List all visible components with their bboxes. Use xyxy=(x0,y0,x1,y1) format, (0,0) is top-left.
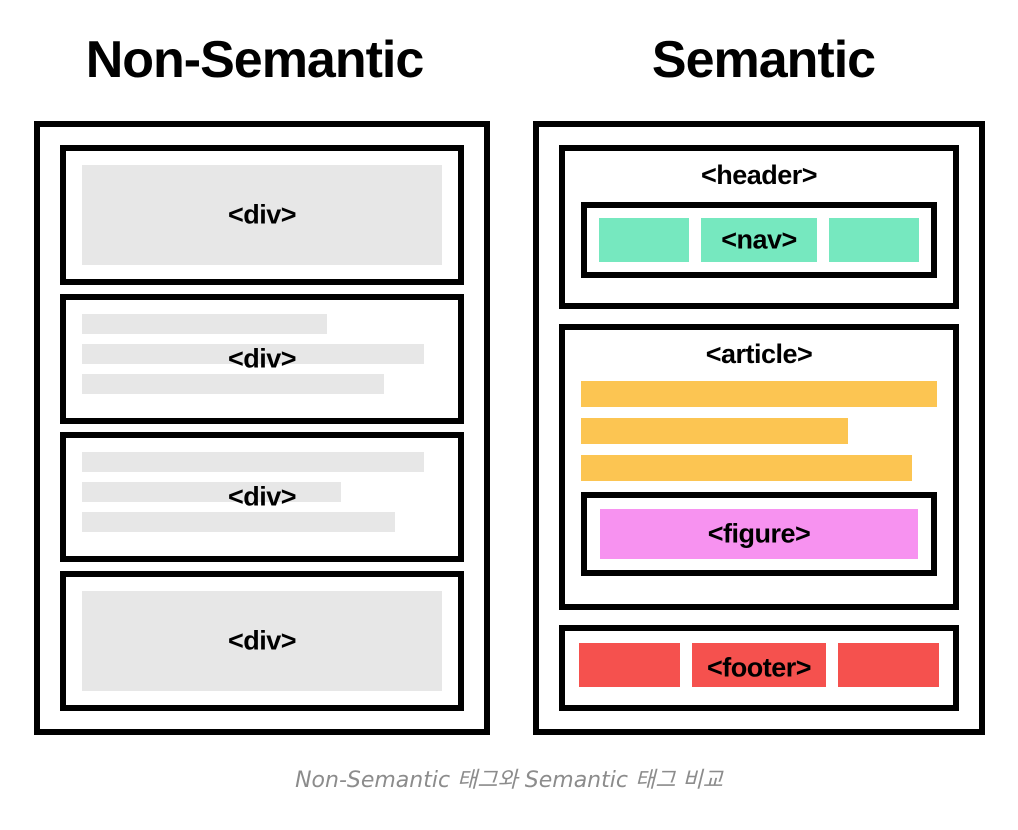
footer-cell-2[interactable] xyxy=(691,643,827,687)
article-paragraph-3 xyxy=(581,455,913,481)
div-box-3-line-3 xyxy=(82,512,396,533)
nav-cell-3[interactable] xyxy=(829,218,919,262)
div-box-2-line-3 xyxy=(82,373,385,394)
figure-caption: Non-Semantic 태그와 Semantic 태그 비교 xyxy=(295,768,723,793)
article-box-label: <article> xyxy=(705,339,813,369)
nav-cell-2[interactable] xyxy=(700,218,818,262)
div-box-1-fill xyxy=(82,165,442,265)
footer-cell-1[interactable] xyxy=(579,643,680,687)
div-box-3-line-1 xyxy=(82,452,424,473)
heading-cell-non-semantic: Non-Semantic xyxy=(0,24,509,96)
div-box-2[interactable]: <div> xyxy=(60,293,464,424)
div-box-3[interactable]: <div> xyxy=(60,432,464,563)
div-box-4[interactable]: <div> xyxy=(60,570,464,711)
semantic-stack: <header> <nav> <article> xyxy=(559,145,959,711)
article-paragraph-1 xyxy=(581,381,937,407)
div-box-1[interactable]: <div> xyxy=(60,145,464,285)
heading-cell-semantic: Semantic xyxy=(509,24,1018,96)
footer-cell-row xyxy=(579,643,939,687)
article-paragraph-2 xyxy=(581,418,848,444)
non-semantic-panel: <div> <div> <div> <div> xyxy=(34,121,490,735)
header-box-label: <header> xyxy=(700,160,818,190)
header-box[interactable]: <header> <nav> xyxy=(559,145,959,309)
semantic-heading: Semantic xyxy=(651,31,876,89)
div-box-2-line-2 xyxy=(82,343,424,364)
non-semantic-heading: Non-Semantic xyxy=(85,31,425,89)
nav-cell-1[interactable] xyxy=(599,218,689,262)
figure-box-fill xyxy=(600,509,918,559)
footer-box[interactable]: <footer> xyxy=(559,625,959,711)
column-headings: Non-Semantic Semantic xyxy=(0,24,1018,96)
nav-box[interactable]: <nav> xyxy=(581,202,937,278)
div-box-4-fill xyxy=(82,590,442,691)
semantic-panel: <header> <nav> <article> xyxy=(533,121,985,735)
nav-cell-row xyxy=(599,218,919,262)
figure-box[interactable]: <figure> xyxy=(581,492,937,576)
div-box-3-line-2 xyxy=(82,482,342,503)
div-box-2-line-1 xyxy=(82,313,327,334)
article-box[interactable]: <article> <figure> xyxy=(559,324,959,610)
non-semantic-stack: <div> <div> <div> <div> xyxy=(60,145,464,711)
footer-cell-3[interactable] xyxy=(838,643,939,687)
